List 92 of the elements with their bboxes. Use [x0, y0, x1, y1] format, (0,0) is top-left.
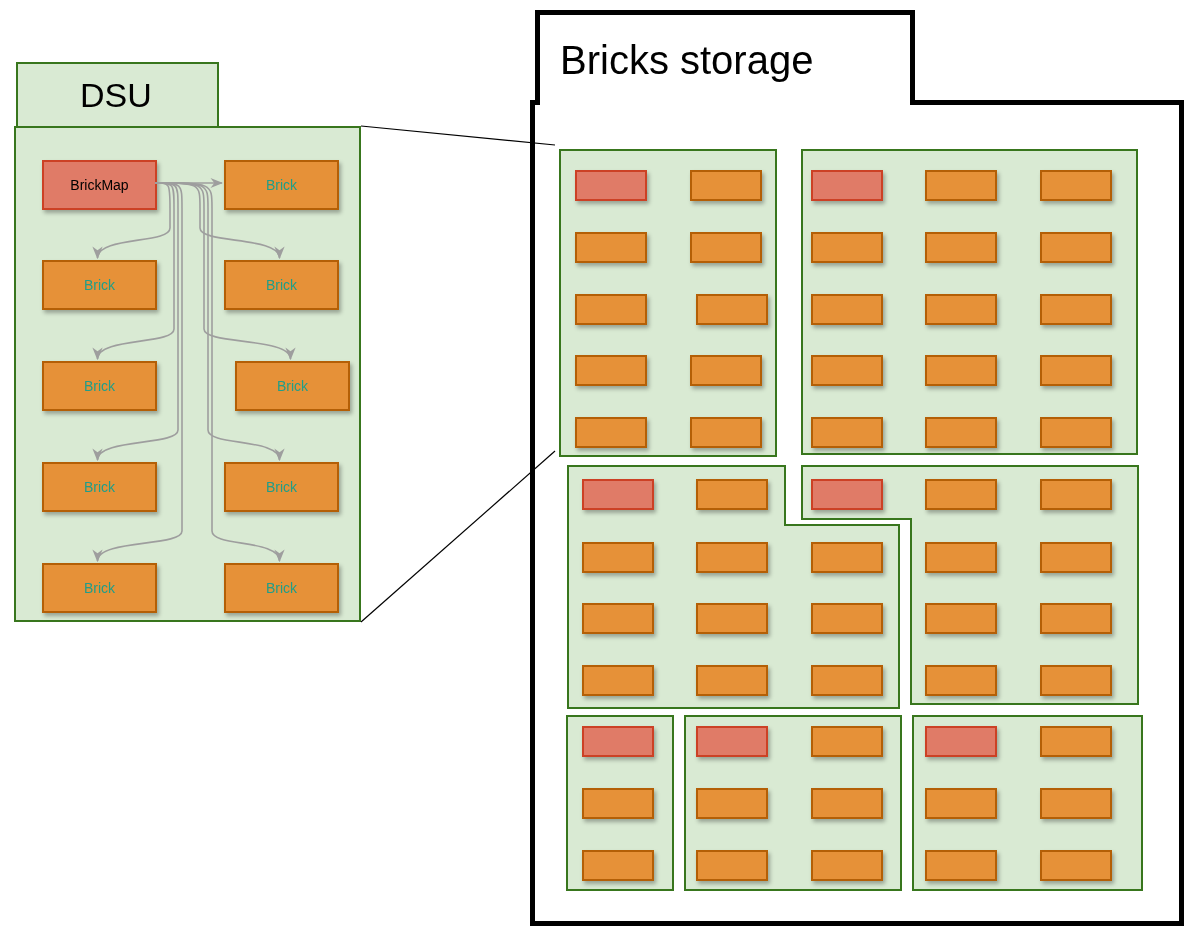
brick-box: [696, 788, 768, 819]
brick-box: [1040, 603, 1112, 634]
brick-box: [1040, 232, 1112, 263]
brick-box: [925, 665, 997, 696]
brick-box: [696, 665, 768, 696]
brick-box: [925, 170, 997, 201]
brick-box: [925, 479, 997, 510]
brickmap-box: [575, 170, 647, 201]
brick-group: [802, 466, 1138, 704]
brick-box: [582, 542, 654, 573]
brick-box: [582, 603, 654, 634]
box-label: Brick: [83, 277, 116, 293]
brick-box: [1040, 170, 1112, 201]
brick-group: [802, 150, 1137, 454]
brick-box: [1040, 542, 1112, 573]
brick-box: [575, 417, 647, 448]
brick-box: [925, 603, 997, 634]
brick-box: [1040, 417, 1112, 448]
brickmap-box: [811, 170, 883, 201]
brick-box: [1040, 788, 1112, 819]
brick-box: [925, 542, 997, 573]
brick-box: [811, 417, 883, 448]
brick-box: [811, 232, 883, 263]
brick-box: [1040, 355, 1112, 386]
brick-box: [811, 850, 883, 881]
brick-box: [690, 170, 762, 201]
brick-box: [696, 479, 768, 510]
brick-box: [925, 294, 997, 325]
brick-box: [1040, 726, 1112, 757]
brick-box: [811, 603, 883, 634]
brick-box: [925, 417, 997, 448]
box-label: Brick: [265, 177, 298, 193]
brick-box: [690, 355, 762, 386]
brick-box: [696, 603, 768, 634]
panel-tab-heading: DSU: [16, 62, 219, 128]
box-label: Brick: [83, 580, 116, 596]
brick-box: [224, 563, 339, 613]
brick-box: [42, 361, 157, 411]
brick-box: [42, 563, 157, 613]
arrow: [95, 182, 171, 260]
box-label: Brick: [265, 277, 298, 293]
brick-box: [696, 294, 768, 325]
brick-box: [224, 160, 339, 210]
brick-group: [685, 716, 901, 890]
brick-box: [1040, 850, 1112, 881]
brickmap-box: [42, 160, 157, 210]
box-label: Brick: [83, 378, 116, 394]
brick-box: [811, 726, 883, 757]
box-label: BrickMap: [70, 177, 129, 193]
brick-group: [567, 716, 673, 890]
brick-group: [913, 716, 1142, 890]
brick-box: [1040, 294, 1112, 325]
brick-box: [811, 788, 883, 819]
brick-box: [925, 232, 997, 263]
brick-box: [811, 294, 883, 325]
zoom-line: [360, 125, 556, 146]
brick-box: [925, 355, 997, 386]
brick-box: [575, 294, 647, 325]
brick-group: [568, 466, 899, 708]
brick-box: [42, 462, 157, 512]
box-label: Brick: [83, 479, 116, 495]
box-label: Brick: [265, 580, 298, 596]
brick-box: [235, 361, 350, 411]
brick-box: [582, 850, 654, 881]
brick-box: [224, 462, 339, 512]
brick-box: [42, 260, 157, 310]
brick-box: [690, 417, 762, 448]
brick-box: [811, 542, 883, 573]
brick-group: [560, 150, 776, 456]
brick-box: [811, 665, 883, 696]
brickmap-box: [696, 726, 768, 757]
brick-box: [696, 542, 768, 573]
box-label: Brick: [265, 479, 298, 495]
box-label: Brick: [276, 378, 309, 394]
brickmap-box: [925, 726, 997, 757]
brickmap-box: [582, 726, 654, 757]
brick-box: [224, 260, 339, 310]
brick-box: [582, 665, 654, 696]
brick-box: [925, 850, 997, 881]
brick-box: [1040, 479, 1112, 510]
brick-box: [811, 355, 883, 386]
brick-box: [1040, 665, 1112, 696]
brick-box: [696, 850, 768, 881]
brickmap-box: [811, 479, 883, 510]
brick-box: [925, 788, 997, 819]
zoom-line: [360, 450, 556, 623]
brick-box: [582, 788, 654, 819]
brick-box: [575, 355, 647, 386]
brick-box: [690, 232, 762, 263]
panel-tab-heading: Bricks storage: [535, 10, 915, 105]
brick-box: [575, 232, 647, 263]
brickmap-box: [582, 479, 654, 510]
